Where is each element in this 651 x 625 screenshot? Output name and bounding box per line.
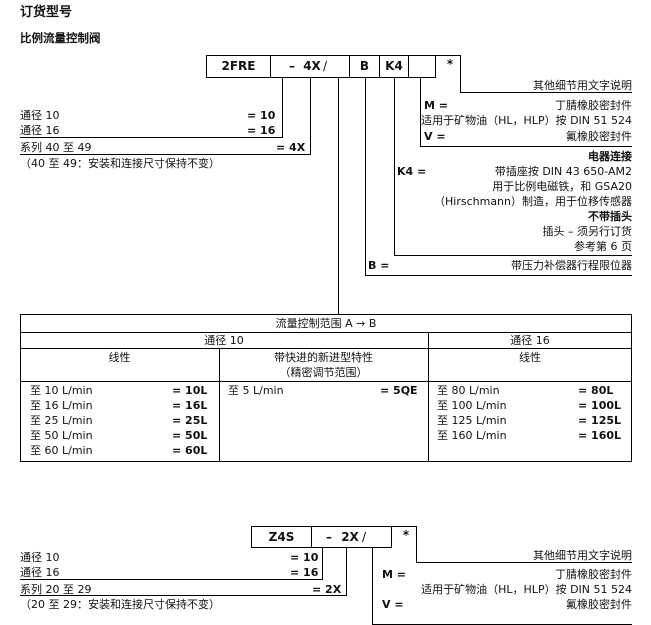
series-code-2: = 2X [312,583,342,596]
code2-series: 2X [341,530,359,544]
code1-slash: / [322,59,328,73]
k4-line6: 参考第 6 页 [574,240,632,253]
code1-series: 4X [303,59,321,73]
ng10-label-2: 通径 10 [20,551,60,564]
col2-head2: （精密调节范围） [279,366,368,379]
ng16-label-2: 通径 16 [20,566,60,579]
k4-line3: （Hirschmann）制造，用于位移传感器 [434,195,632,208]
col1-row-code: = 25L [172,414,208,427]
col3-head: 线性 [519,351,541,364]
k4-line2: 用于比例电磁铁，和 GSA20 [492,180,632,193]
section-subheading: 比例流量控制阀 [20,31,101,45]
col1-row-label: 至 25 L/min [30,414,93,427]
ng10-label: 通径 10 [20,109,60,122]
table-title: 流量控制范围 A → B [275,317,377,330]
other-details-2: 其他细节用文字说明 [533,549,632,562]
v-line: 氟橡胶密封件 [566,130,632,143]
k4-line1: 带插座按 DIN 43 650-AM2 [494,165,632,178]
m-key-2: M = [382,568,406,581]
code1-b: B [359,59,370,73]
m-line2: 适用于矿物油（HL，HLP）按 DIN 51 524 [421,114,632,127]
series-note: （40 至 49：安装和连接尺寸保持不变） [20,157,220,170]
col1-row-label: 至 16 L/min [30,399,93,412]
series-code: = 4X [276,141,306,154]
col3-row-label: 至 100 L/min [437,399,507,412]
k4-key: K4 = [397,165,427,178]
col3-row-label: 至 160 L/min [437,429,507,442]
v-line-2: 氟橡胶密封件 [566,598,632,611]
series-note-2: （20 至 29：安装和连接尺寸保持不变） [20,598,220,611]
code1-bottom-line [206,77,435,78]
col1-row-code: = 16L [172,399,208,412]
ng10-code-2: = 10 [290,551,319,564]
code1-star: * [446,57,454,71]
table-group-ng16: 通径 16 [510,334,550,347]
other-details: 其他细节用文字说明 [533,79,632,92]
ng16-label: 通径 16 [20,124,60,137]
col1-row-code: = 10L [172,384,208,397]
series-label: 系列 40 至 49 [20,141,92,154]
m-key: M = [424,99,448,112]
code2-star: * [402,528,410,542]
ng10-code: = 10 [247,109,276,122]
code1-dash: – [289,59,295,73]
code1-top-line [206,55,460,56]
b-line: 带压力补偿器行程限位器 [511,259,632,272]
k4-line5: 插头 – 须另行订货 [542,225,633,238]
v-key: V = [424,130,446,143]
series-label-2: 系列 20 至 29 [20,583,92,596]
code2-dash: – [326,530,332,544]
col3-row-label: 至 125 L/min [437,414,507,427]
col3-row-label: 至 80 L/min [437,384,500,397]
col2-row-label: 至 5 L/min [228,384,284,397]
col3-row-code: = 160L [578,429,622,442]
k4-line4: 不带插头 [588,210,632,223]
col2-head1: 带快进的新进型特性 [274,351,373,364]
v-key-2: V = [382,598,404,611]
table-group-ng10: 通径 10 [204,334,244,347]
col1-row-label: 至 50 L/min [30,429,93,442]
m-line1: 丁腈橡胶密封件 [555,99,632,112]
ng16-code-2: = 16 [290,566,319,579]
electrical-connection-title: 电器连接 [588,150,632,163]
code2-slash: / [361,530,367,544]
col2-row-code: = 5QE [380,384,418,397]
col1-row-code: = 50L [172,429,208,442]
page-heading: 订货型号 [20,5,73,20]
col1-row-label: 至 10 L/min [30,384,93,397]
col1-row-code: = 60L [172,444,208,457]
col3-row-code: = 80L [578,384,614,397]
b-key: B = [368,259,390,272]
m-line1-2: 丁腈橡胶密封件 [555,568,632,581]
m-line2-2: 适用于矿物油（HL，HLP）按 DIN 51 524 [421,583,632,596]
col3-row-code: = 100L [578,399,622,412]
col1-head: 线性 [108,351,131,364]
col1-row-label: 至 60 L/min [30,444,93,457]
code2-model: Z4S [268,530,295,544]
code1-k4: K4 [385,59,403,73]
ng16-code: = 16 [247,124,276,137]
col3-row-code: = 125L [578,414,622,427]
code1-model: 2FRE [221,59,256,73]
